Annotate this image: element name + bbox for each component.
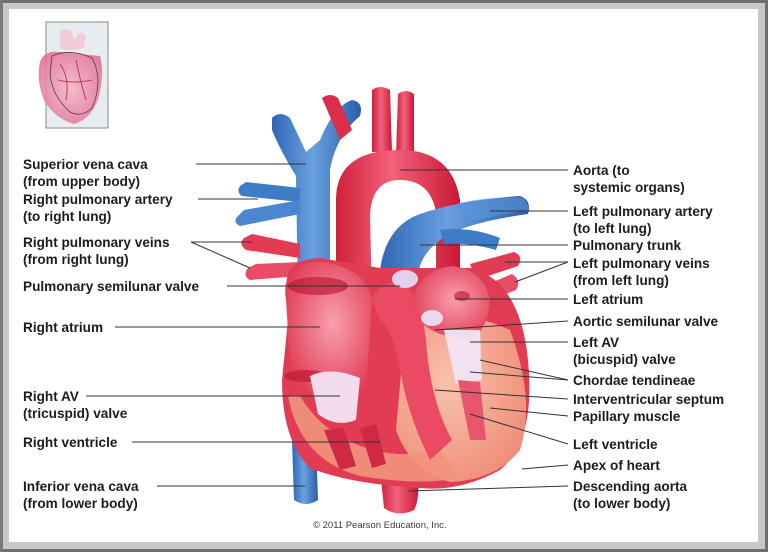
label-line: Right atrium <box>23 320 104 335</box>
label-right-pulmonary-veins: Right pulmonary veins (from right lung) <box>23 234 170 268</box>
label-line: (bicuspid) valve <box>573 352 676 367</box>
label-inferior-vena-cava: Inferior vena cava (from lower body) <box>23 478 139 512</box>
label-line: Aortic semilunar valve <box>573 314 719 329</box>
label-descending-aorta: Descending aorta (to lower body) <box>573 478 687 512</box>
copyright-notice: © 2011 Pearson Education, Inc. <box>313 520 447 531</box>
label-line: Right ventricle <box>23 435 118 450</box>
label-line: Apex of heart <box>573 458 660 473</box>
left-av-valve-shape <box>444 330 482 384</box>
aortic-semilunar-valve-shape <box>421 310 443 326</box>
leader-lines <box>86 163 569 492</box>
label-line: (to right lung) <box>23 209 112 224</box>
label-line: Pulmonary trunk <box>573 238 682 253</box>
label-line: Aorta (to <box>573 163 630 178</box>
label-line: Left AV <box>573 335 620 350</box>
leader-chordae-tendineae-b <box>469 371 569 381</box>
leader-right-pulmonary-veins-b <box>190 241 251 269</box>
label-left-av-valve: Left AV (bicuspid) valve <box>573 334 676 368</box>
label-left-pulmonary-veins: Left pulmonary veins (from left lung) <box>573 255 710 289</box>
label-superior-vena-cava: Superior vena cava (from upper body) <box>23 156 148 190</box>
label-apex-of-heart: Apex of heart <box>573 457 660 474</box>
label-line: Papillary muscle <box>573 409 681 424</box>
right-av-valve-shape <box>310 371 360 423</box>
label-line: (to left lung) <box>573 221 652 236</box>
label-aorta: Aorta (to systemic organs) <box>573 162 685 196</box>
label-papillary-muscle: Papillary muscle <box>573 408 680 425</box>
pulmonary-semilunar-valve-shape <box>392 270 418 288</box>
frame-edge-right <box>765 0 768 552</box>
leader-interventricular-septum <box>434 389 569 400</box>
label-line: (from upper body) <box>23 174 141 189</box>
right-atrium-chamber <box>285 262 372 399</box>
label-line: (to lower body) <box>573 496 671 511</box>
label-line: (from right lung) <box>23 252 129 267</box>
label-line: Inferior vena cava <box>23 479 139 494</box>
label-line: Chordae tendineae <box>573 373 696 388</box>
label-line: Interventricular septum <box>573 392 725 407</box>
frame-edge-left <box>0 0 3 552</box>
label-line: Right pulmonary artery <box>23 192 173 207</box>
label-left-atrium: Left atrium <box>573 291 643 308</box>
label-right-ventricle: Right ventricle <box>23 434 117 451</box>
leader-left-ventricle <box>469 413 569 445</box>
leader-papillary-muscle <box>489 407 569 417</box>
leader-left-pulmonary-veins-b <box>514 261 569 283</box>
label-left-ventricle: Left ventricle <box>573 436 658 453</box>
frame-edge-top <box>0 0 768 3</box>
label-line: Left ventricle <box>573 437 658 452</box>
label-pulmonary-semilunar-valve: Pulmonary semilunar valve <box>23 278 199 295</box>
orientation-inset <box>38 21 109 129</box>
label-pulmonary-trunk: Pulmonary trunk <box>573 237 681 254</box>
label-line: Right pulmonary veins <box>23 235 170 250</box>
label-line: Left atrium <box>573 292 644 307</box>
label-left-pulmonary-artery: Left pulmonary artery (to left lung) <box>573 203 713 237</box>
label-line: (tricuspid) valve <box>23 406 128 421</box>
label-line: (from left lung) <box>573 273 669 288</box>
label-aortic-semilunar-valve: Aortic semilunar valve <box>573 313 718 330</box>
label-interventricular-septum: Interventricular septum <box>573 391 724 408</box>
label-right-pulmonary-artery: Right pulmonary artery (to right lung) <box>23 191 173 225</box>
label-chordae-tendineae: Chordae tendineae <box>573 372 695 389</box>
right-pulmonary-artery-shape <box>235 182 300 226</box>
leader-chordae-tendineae-a <box>479 359 569 381</box>
papillary-muscle-shape <box>458 380 486 440</box>
heart-body <box>282 258 530 489</box>
right-pulmonary-veins-shape <box>241 234 300 280</box>
interventricular-septum-shape <box>372 281 452 460</box>
frame-edge-bottom <box>0 549 768 552</box>
leader-aortic-semilunar-valve <box>434 320 569 331</box>
label-line: Descending aorta <box>573 479 688 494</box>
leader-descending-aorta <box>407 485 569 492</box>
label-right-atrium: Right atrium <box>23 319 103 336</box>
label-line: Pulmonary semilunar valve <box>23 279 200 294</box>
label-line: Right AV <box>23 389 79 404</box>
label-right-av-valve: Right AV (tricuspid) valve <box>23 388 127 422</box>
leader-apex-of-heart <box>521 464 569 470</box>
label-line: Superior vena cava <box>23 157 148 172</box>
label-line: systemic organs) <box>573 180 685 195</box>
superior-vena-cava-shape <box>272 100 361 300</box>
label-line: Left pulmonary artery <box>573 204 713 219</box>
label-line: (from lower body) <box>23 496 138 511</box>
label-line: Left pulmonary veins <box>573 256 710 271</box>
